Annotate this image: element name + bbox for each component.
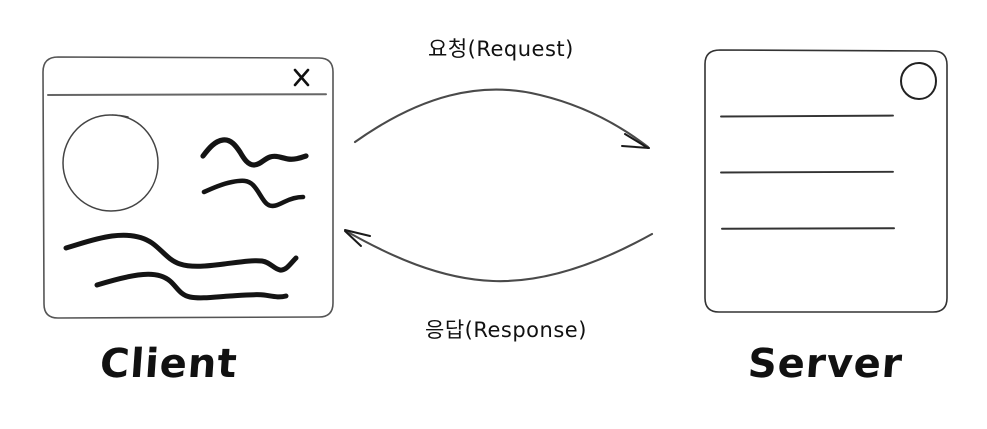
titlebar-divider: [47, 93, 327, 96]
client-window[interactable]: [42, 56, 334, 319]
server-card-frame: [704, 49, 948, 313]
request-arrow: [353, 88, 650, 149]
client-window-frame: [42, 56, 334, 319]
response-edge-label: 응답(Response): [425, 318, 587, 342]
server-rule-line: [720, 170, 894, 174]
server-node-label: Server: [746, 341, 905, 387]
client-content-squiggle: [94, 271, 289, 301]
client-content-squiggle: [63, 232, 299, 273]
client-node-label: Client: [98, 341, 240, 387]
response-arrow: [344, 229, 654, 283]
client-circle-placeholder: [62, 114, 159, 212]
server-circle-badge: [899, 61, 938, 101]
client-content-squiggle: [200, 137, 309, 168]
client-content-squiggle: [201, 178, 306, 209]
server-rule-line: [721, 227, 895, 230]
close-icon[interactable]: [293, 68, 310, 87]
server-card[interactable]: [704, 49, 948, 313]
request-edge-label: 요청(Request): [428, 37, 574, 61]
server-rule-line: [720, 114, 894, 118]
